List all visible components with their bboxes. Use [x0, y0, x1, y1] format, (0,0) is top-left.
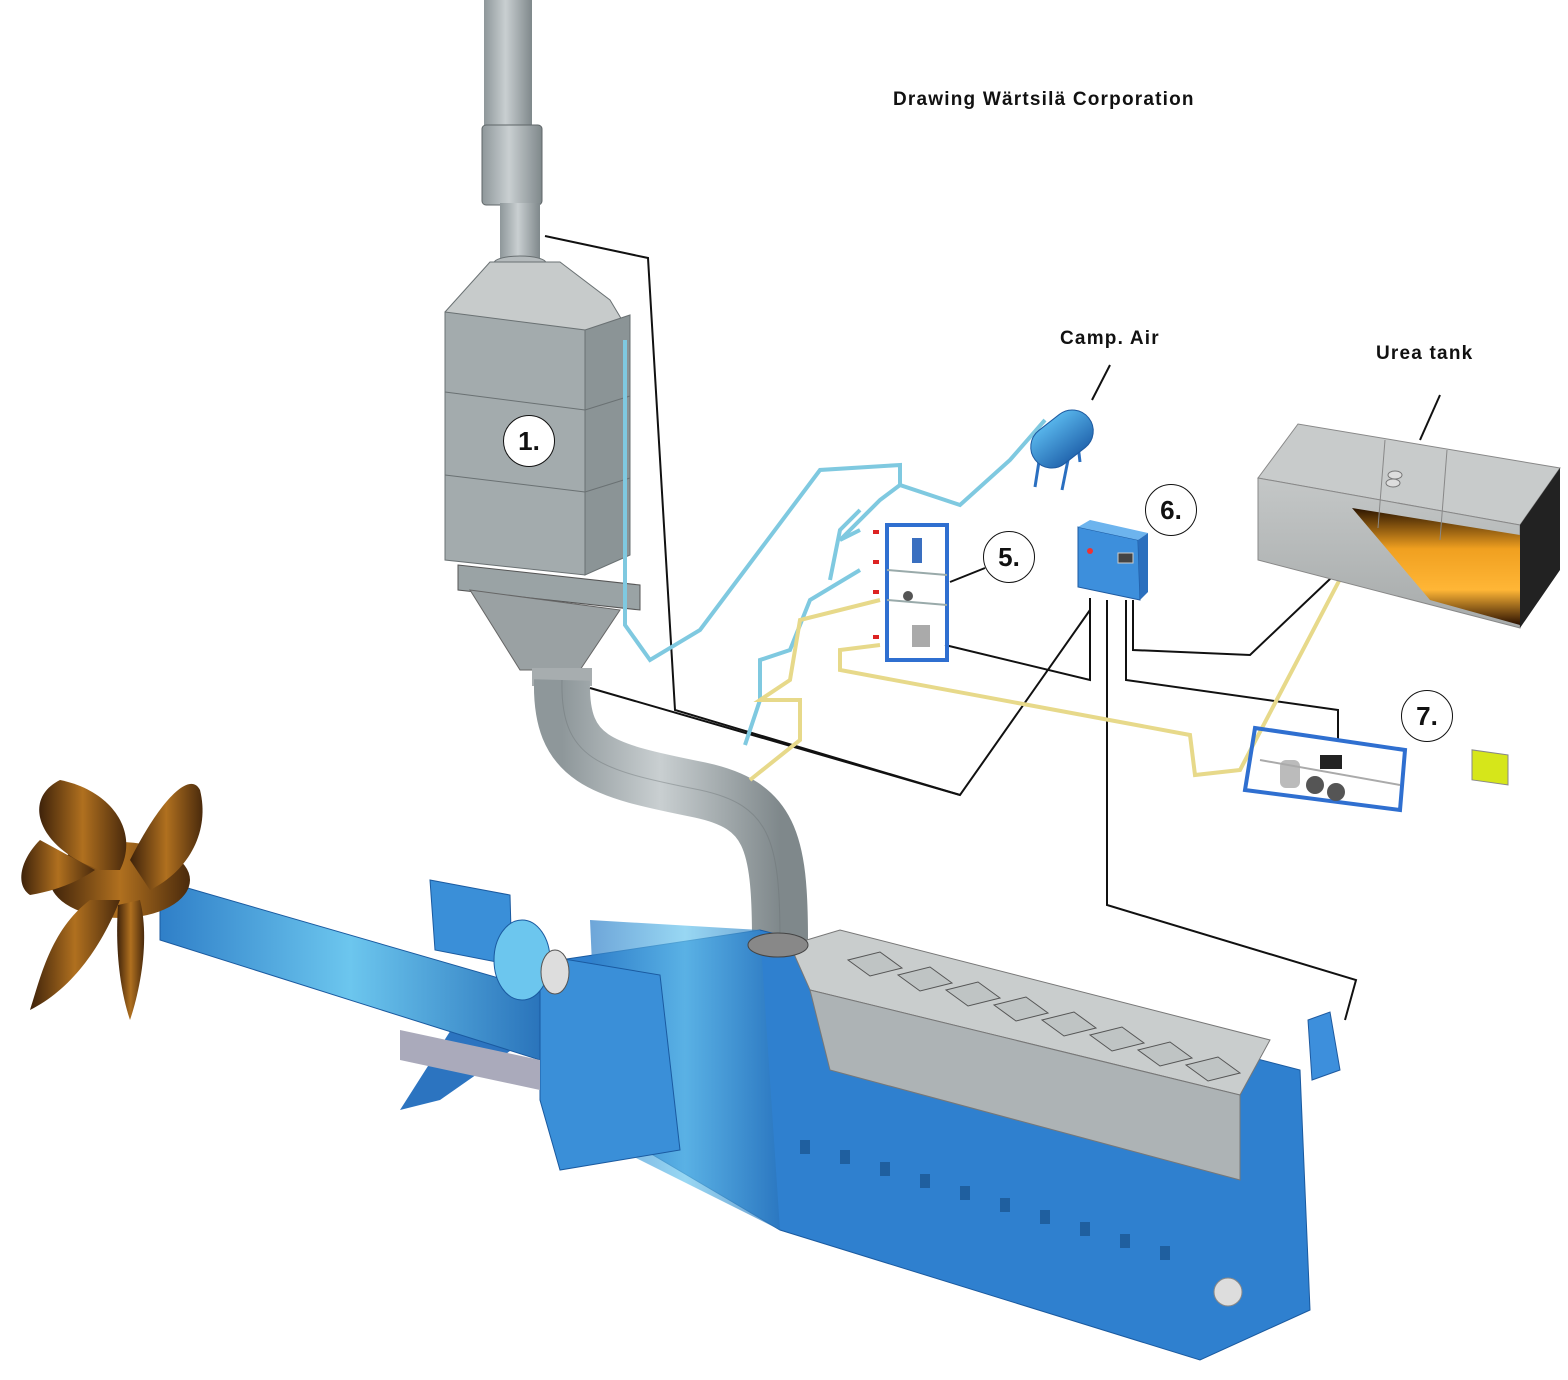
gearbox-shaft: [159, 879, 681, 1171]
air-lines: [623, 340, 1047, 746]
callout-5: 5.: [983, 531, 1035, 583]
control-cabinet: [1077, 520, 1148, 601]
exhaust-pipe: [533, 679, 808, 941]
callout-7: 7.: [1401, 690, 1453, 742]
urea-pump-unit: [1242, 725, 1408, 813]
callout-1: 1.: [503, 415, 555, 467]
drawing-credit: Drawing Wärtsilä Corporation: [893, 89, 1195, 110]
urea-lines: [748, 559, 1352, 782]
exhaust-stack: [481, 0, 547, 271]
engine-io-box: [1307, 1011, 1341, 1081]
signal-wiring: [544, 235, 1441, 1021]
scr-reactor: [444, 261, 641, 686]
propeller: [21, 780, 203, 1020]
urea-tank: [1257, 423, 1561, 786]
valve-panel: [873, 523, 949, 662]
callout-6: 6.: [1145, 484, 1197, 536]
compressed-air-receiver: [1030, 409, 1094, 491]
label-compressed-air: Camp. Air: [1060, 328, 1160, 349]
label-urea-tank: Urea tank: [1376, 343, 1474, 364]
